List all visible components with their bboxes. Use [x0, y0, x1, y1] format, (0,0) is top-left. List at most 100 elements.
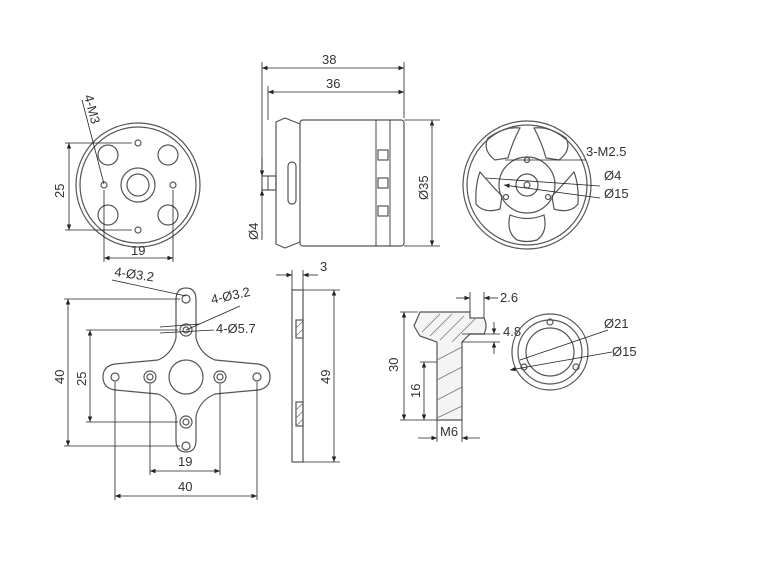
- rear-cutout: [475, 170, 503, 212]
- mount-hole-inner: [179, 323, 193, 337]
- x-mount-plate: [102, 287, 271, 453]
- shank-label: 16: [408, 384, 423, 398]
- hatch-line: [295, 328, 304, 337]
- front-tap-hole: [134, 139, 142, 147]
- hatch-line: [295, 410, 304, 419]
- counterbore-leader-b: [159, 329, 215, 334]
- front-outer-circle: [75, 122, 201, 248]
- flange-label: 2.6: [500, 290, 518, 305]
- front-lightening-hole: [97, 204, 119, 226]
- step-label: 4.8: [503, 324, 521, 339]
- hole-outer-label: 4-Ø3.2: [114, 264, 155, 284]
- shaft-label: Ø4: [246, 223, 261, 240]
- front-tap-hole: [100, 181, 108, 189]
- rear-cutout: [551, 170, 579, 212]
- x-mount-view: 4-Ø3.2 4-Ø3.2 4-Ø5.7 40 25 19 40: [52, 264, 271, 500]
- mount-hole-outer: [110, 372, 120, 382]
- adapter-end-outer: [511, 313, 589, 391]
- hatch-line: [436, 405, 463, 419]
- rear-shaft-label: Ø4: [604, 168, 621, 183]
- rear-outer-circle: [462, 120, 592, 250]
- adapter-bolt-circle-label: Ø15: [612, 344, 637, 359]
- adapter-outer-leader: [519, 329, 609, 361]
- mount-hole-inner-core: [182, 326, 190, 334]
- front-lightening-hole: [157, 204, 179, 226]
- prop-adapter-view: 2.6 4.8 30 16 M6: [386, 290, 521, 442]
- adapter-height-label: 30: [386, 358, 401, 372]
- thickness-label: 3: [320, 259, 327, 274]
- mount-height-outer-label: 40: [52, 370, 67, 384]
- hole-inner-leader: [185, 305, 241, 331]
- width-label: 19: [131, 243, 145, 258]
- motor-can: [299, 119, 405, 247]
- front-center-bore: [126, 173, 150, 197]
- front-view: 4-M3 25 19: [52, 93, 201, 262]
- x-mount-side-view: 3 49: [276, 259, 340, 463]
- mount-hole-outer: [181, 294, 191, 304]
- rear-shaft-leader: [485, 177, 601, 187]
- tap-label: 4-M3: [81, 93, 103, 125]
- adapter-end-bore: [525, 327, 575, 377]
- winding-tab: [377, 149, 389, 161]
- overall-length-label: 38: [322, 52, 336, 67]
- mount-width-inner-label: 19: [178, 454, 192, 469]
- rear-hub: [498, 156, 556, 214]
- rear-view: 3-M2.5 Ø4 Ø15: [462, 120, 629, 250]
- front-center-boss: [120, 167, 156, 203]
- hatch-line: [429, 313, 453, 337]
- winding-tab: [377, 205, 389, 217]
- hatch-line: [436, 366, 463, 381]
- adapter-outer-label: Ø21: [604, 316, 629, 331]
- mount-hole-inner-core: [182, 418, 190, 426]
- side-view: 38 36 Ø35 Ø4: [246, 52, 440, 249]
- adapter-end-rim: [517, 319, 583, 385]
- mount-center-hole: [168, 359, 204, 395]
- rear-rim: [466, 124, 588, 246]
- height-label: 25: [52, 184, 67, 198]
- rear-bolt-circle-label: Ø15: [604, 186, 629, 201]
- mount-hole-outer: [252, 372, 262, 382]
- mount-hole-inner: [179, 415, 193, 429]
- hatch-line: [295, 320, 304, 329]
- hatch-line: [451, 317, 477, 343]
- mount-hole-inner-core: [146, 373, 154, 381]
- rear-screw-label: 3-M2.5: [586, 144, 626, 159]
- front-tap-hole: [169, 181, 177, 189]
- mount-height-inner-label: 25: [74, 372, 89, 386]
- front-tap-hole: [134, 226, 142, 234]
- rear-screw-hole: [502, 193, 510, 201]
- rear-cutout: [508, 214, 546, 243]
- mount-side-profile: [291, 289, 304, 463]
- rear-cutout: [485, 127, 521, 161]
- front-lightening-hole: [157, 144, 179, 166]
- shaft: [261, 175, 277, 191]
- hatch-line: [439, 315, 465, 341]
- adapter-profile: [413, 311, 487, 421]
- hole-outer-leader: [111, 279, 187, 297]
- counterbore-leader-a: [159, 323, 201, 328]
- mount-side-height-label: 49: [318, 370, 333, 384]
- hatch-line: [295, 418, 304, 427]
- thread-label: M6: [440, 424, 458, 439]
- side-slot: [287, 161, 297, 205]
- mount-width-outer-label: 40: [178, 479, 192, 494]
- front-inner-rim: [79, 126, 197, 244]
- mount-hole-inner: [143, 370, 157, 384]
- mount-hole-inner: [213, 370, 227, 384]
- rear-bearing: [515, 173, 539, 197]
- rear-screw-hole: [544, 193, 552, 201]
- diameter-label: Ø35: [416, 175, 431, 200]
- hatch-line: [436, 386, 463, 401]
- hatch-line: [436, 346, 463, 361]
- hatch-line: [295, 402, 304, 411]
- mount-side-recess: [295, 401, 304, 427]
- adapter-bolt-circle-leader: [509, 351, 613, 372]
- body-length-label: 36: [326, 76, 340, 91]
- tap-leader-line: [81, 99, 105, 185]
- counterbore-label: 4-Ø5.7: [216, 321, 256, 336]
- adapter-end-view: Ø21 Ø15: [509, 313, 637, 391]
- rear-cutout: [533, 127, 569, 161]
- mount-hole-outer: [181, 441, 191, 451]
- winding-tab: [377, 177, 389, 189]
